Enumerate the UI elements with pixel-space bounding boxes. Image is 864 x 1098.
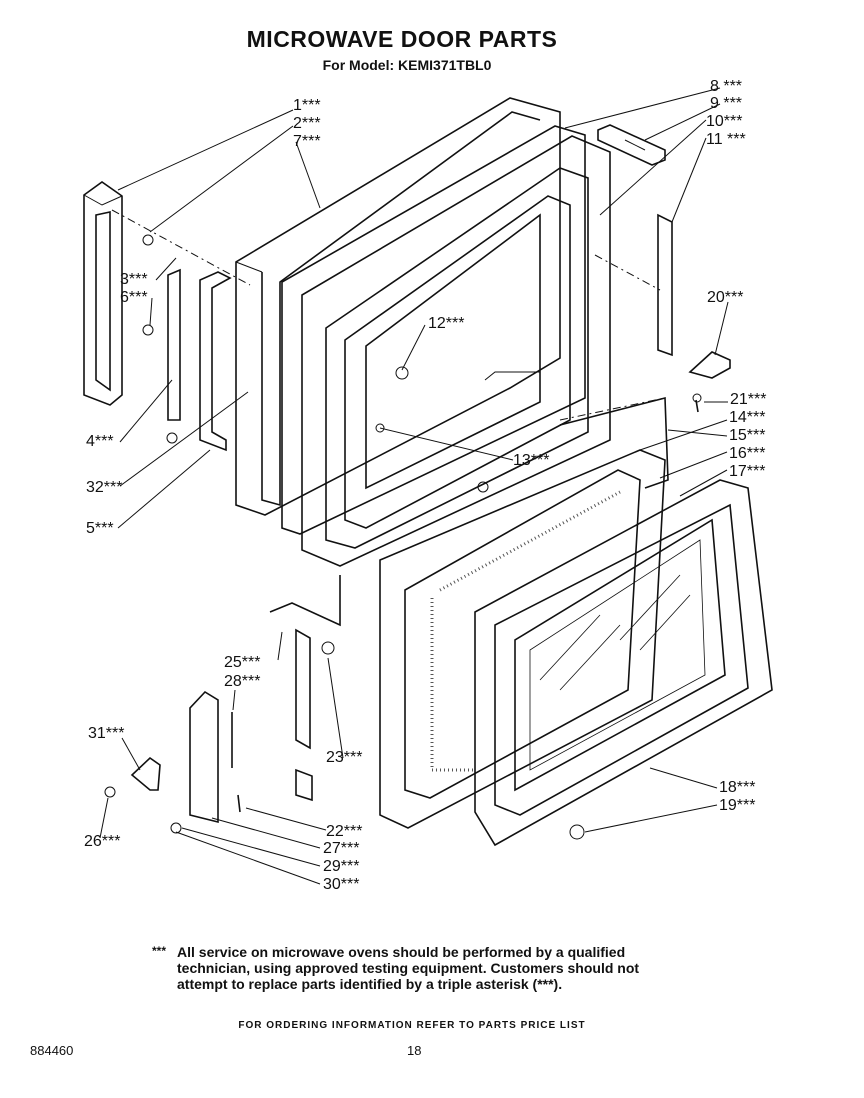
part-label: 2*** <box>293 115 321 132</box>
alignment-line <box>111 209 251 286</box>
alignment-line <box>594 254 661 291</box>
part-label: 10*** <box>706 113 742 130</box>
door-inner-panel <box>301 135 611 567</box>
part-labels: 1*** 2*** 7*** 8 *** 9 *** 10*** 11 *** … <box>84 78 766 893</box>
door-handle <box>83 181 123 406</box>
choke-cover <box>559 396 669 489</box>
part-label: 7*** <box>293 133 321 150</box>
handle-strip <box>167 268 232 452</box>
part-label: 15*** <box>729 427 765 444</box>
part-label: 4*** <box>86 433 114 450</box>
part-label: 12*** <box>428 315 464 332</box>
part-label: 26*** <box>84 833 120 850</box>
part-label: 32*** <box>86 479 122 496</box>
part-label: 20*** <box>707 289 743 306</box>
part-label: 23*** <box>326 749 362 766</box>
part-label: 16*** <box>729 445 765 462</box>
part-label: 13*** <box>513 452 549 469</box>
part-label: 18*** <box>719 779 755 796</box>
part-label: 28*** <box>224 673 260 690</box>
service-note: All service on microwave ovens should be… <box>177 944 640 992</box>
part-label: 8 *** <box>710 78 742 95</box>
latch-bracket <box>688 351 731 413</box>
door-glass-frame <box>474 479 773 847</box>
part-label: 11 *** <box>706 131 746 148</box>
part-label: 17*** <box>729 463 765 480</box>
part-label: 25*** <box>224 654 260 671</box>
note-marker: *** <box>152 944 167 958</box>
part-label: 1*** <box>293 97 321 114</box>
part-label: 14*** <box>729 409 765 426</box>
door-choke-frame <box>281 125 586 535</box>
part-label: 27*** <box>323 840 359 857</box>
page-number: 18 <box>407 1043 422 1058</box>
part-label: 22*** <box>326 823 362 840</box>
part-label: 6*** <box>120 289 148 306</box>
upper-bracket <box>597 124 666 166</box>
leader-lines <box>99 87 729 885</box>
door-outer-frame <box>235 97 561 516</box>
door-front-panel <box>379 449 666 829</box>
part-label: 3*** <box>120 271 148 288</box>
part-label: 30*** <box>323 876 359 893</box>
part-label: 31*** <box>88 725 124 742</box>
part-label: 5*** <box>86 520 114 537</box>
document-number: 884460 <box>30 1043 74 1058</box>
lower-hinge-parts <box>104 234 585 840</box>
model-subtitle: For Model: KEMI371TBL0 <box>322 57 492 73</box>
part-label: 9 *** <box>710 95 742 112</box>
page-title: MICROWAVE DOOR PARTS <box>246 26 558 52</box>
side-strip <box>657 213 673 357</box>
part-label: 21*** <box>730 391 766 408</box>
ordering-footer: FOR ORDERING INFORMATION REFER TO PARTS … <box>238 1020 586 1031</box>
part-label: 29*** <box>323 858 359 875</box>
part-label: 19*** <box>719 797 755 814</box>
